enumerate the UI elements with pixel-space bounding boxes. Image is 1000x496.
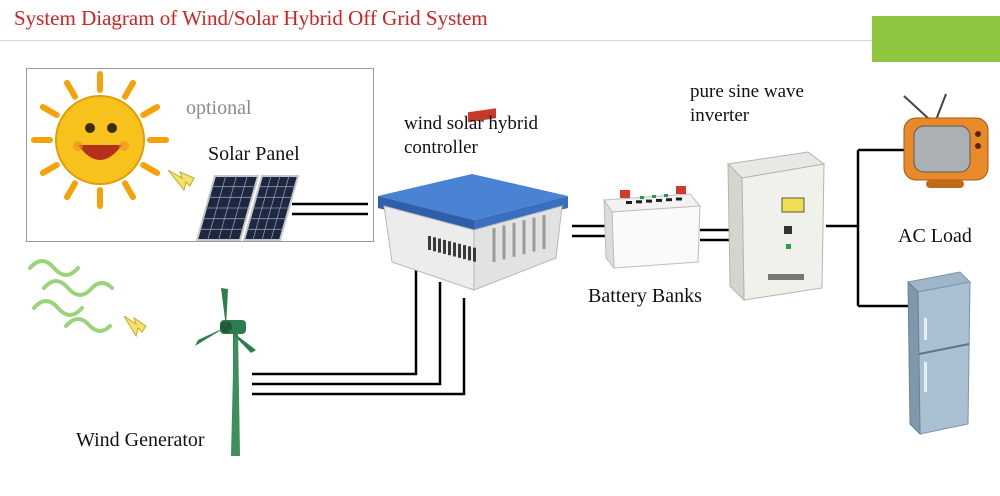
inverter-label-line1: pure sine wave (690, 81, 804, 102)
solar-wires (292, 202, 368, 216)
wind-wires (252, 262, 466, 396)
tv-icon (903, 93, 989, 188)
load-wires (826, 148, 910, 308)
battery-banks-label: Battery Banks (588, 285, 702, 307)
wind-turbine-icon (195, 288, 256, 456)
controller-battery-wires (572, 224, 606, 238)
battery-icon (603, 186, 702, 270)
solar-panel-label: Solar Panel (208, 143, 300, 165)
optional-label: optional (186, 97, 252, 119)
wind-generator-label: Wind Generator (76, 429, 205, 451)
title-divider (0, 40, 1000, 41)
controller-label-line2: controller (404, 137, 478, 158)
refrigerator-icon (906, 271, 972, 436)
battery-inverter-wires (700, 228, 732, 242)
controller-icon (378, 108, 568, 291)
arrow-icon (123, 315, 147, 338)
inverter-label-line2: inverter (690, 105, 750, 126)
sun-icon (31, 71, 169, 209)
diagram-title: System Diagram of Wind/Solar Hybrid Off … (14, 6, 488, 30)
inverter-icon (726, 151, 826, 302)
solar-panel-icon (195, 175, 300, 241)
wind-gust-icon (28, 259, 114, 333)
arrow-icon (167, 169, 195, 192)
controller-label-line1: wind solar hybrid (404, 113, 539, 134)
ac-load-label: AC Load (898, 225, 972, 247)
accent-block (872, 16, 1000, 62)
